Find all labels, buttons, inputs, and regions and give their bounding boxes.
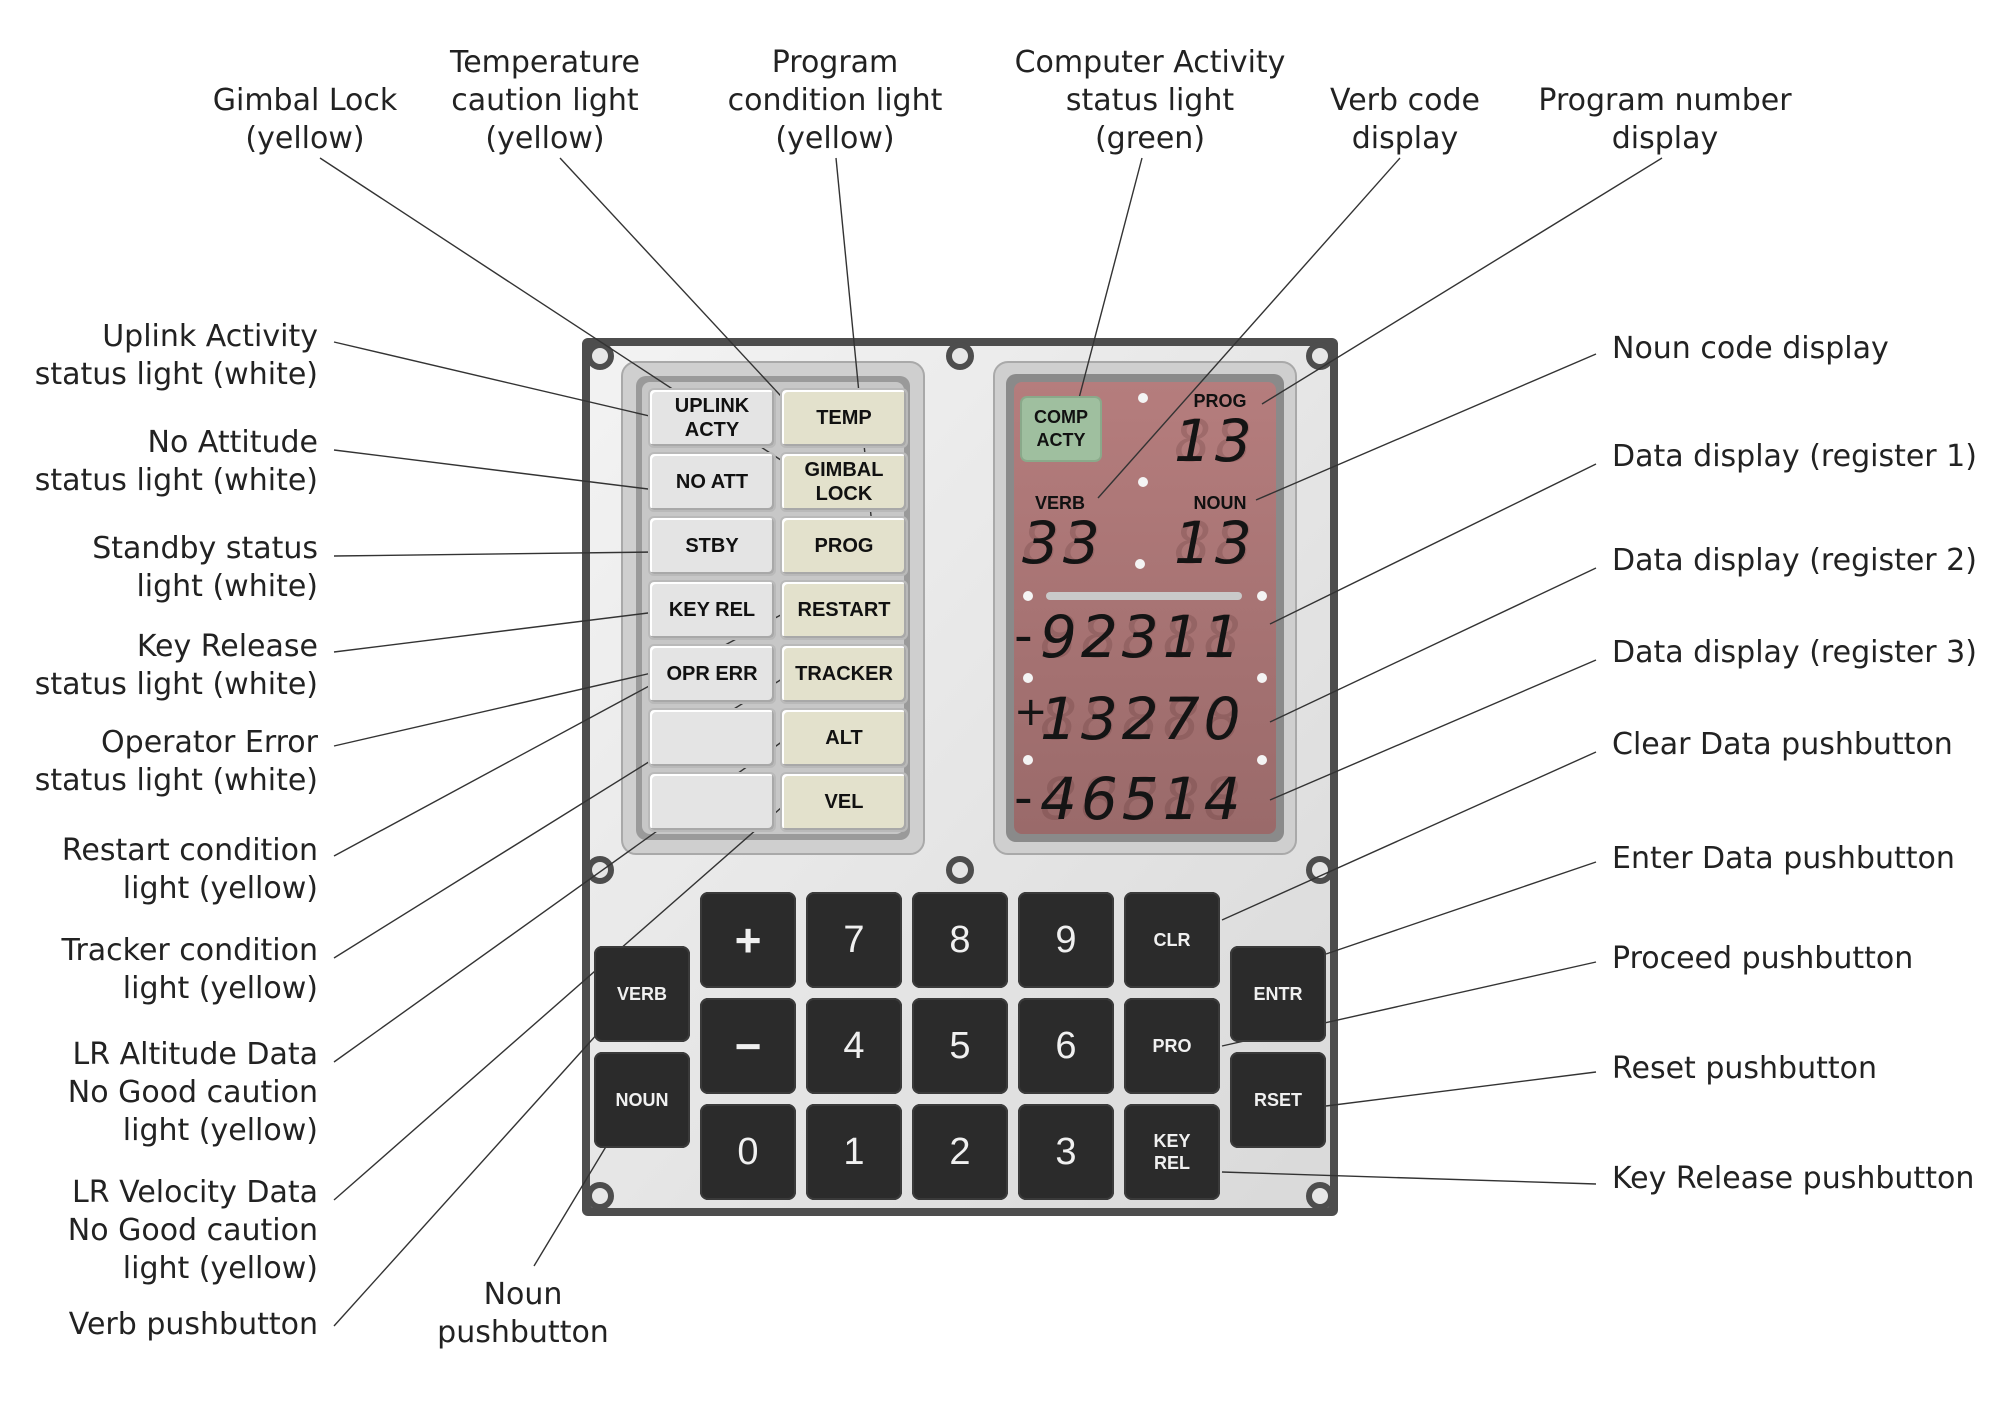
verb-label: VERB bbox=[1034, 493, 1085, 513]
key-8-button[interactable]: 8 bbox=[912, 892, 1008, 988]
key-1-button[interactable]: 1 bbox=[806, 1104, 902, 1200]
label-no-attitude: No Attitude status light (white) bbox=[34, 425, 318, 498]
label-reset: Reset pushbutton bbox=[1612, 1051, 1877, 1086]
register-1-value: 92311 bbox=[1040, 603, 1245, 671]
alt-light: ALT bbox=[780, 708, 908, 768]
comp-acty-label: COMP ACTY bbox=[1034, 407, 1088, 450]
register-2-value: 13270 bbox=[1040, 685, 1245, 753]
register-1-sign: - bbox=[1014, 606, 1037, 666]
label-data-r2: Data display (register 2) bbox=[1612, 543, 1977, 578]
key-rel-light: KEY REL bbox=[648, 580, 776, 640]
label-uplink-activity: Uplink Activity status light (white) bbox=[34, 319, 318, 392]
gimbal-lock-light: GIMBAL LOCK bbox=[780, 452, 908, 512]
temp-light: TEMP bbox=[780, 388, 908, 448]
key-rel-button[interactable]: KEY REL bbox=[1124, 1104, 1220, 1200]
label-program-condition: Program condition light (yellow) bbox=[727, 45, 943, 156]
uplink-acty-light: UPLINK ACTY bbox=[648, 388, 776, 448]
prog-label: PROG bbox=[1193, 391, 1247, 411]
noun-ghost: 88 bbox=[1174, 509, 1256, 577]
key-4-button[interactable]: 4 bbox=[806, 998, 902, 1094]
label-clear-data: Clear Data pushbutton bbox=[1612, 727, 1953, 762]
label-standby: Standby status light (white) bbox=[92, 531, 318, 604]
plus-button[interactable]: + bbox=[700, 892, 796, 988]
pro-button[interactable]: PRO bbox=[1124, 998, 1220, 1094]
stby-light: STBY bbox=[648, 516, 776, 576]
label-gimbal-lock: Gimbal Lock (yellow) bbox=[212, 83, 398, 156]
tracker-light: TRACKER bbox=[780, 644, 908, 704]
label-lr-altitude: LR Altitude Data No Good caution light (… bbox=[67, 1037, 318, 1148]
label-tracker: Tracker condition light (yellow) bbox=[61, 933, 318, 1006]
label-data-r1: Data display (register 1) bbox=[1612, 439, 1977, 474]
display-window bbox=[1014, 382, 1276, 834]
register-1-ghost: 88888 bbox=[1040, 603, 1245, 671]
label-noun-pushbutton: Noun pushbutton bbox=[437, 1277, 609, 1350]
key-3-button[interactable]: 3 bbox=[1018, 1104, 1114, 1200]
screw-icons bbox=[586, 342, 1334, 1210]
clr-button[interactable]: CLR bbox=[1124, 892, 1220, 988]
label-operator-error: Operator Error status light (white) bbox=[34, 725, 318, 798]
label-temperature: Temperature caution light (yellow) bbox=[449, 45, 641, 156]
register-2-sign: + bbox=[1014, 689, 1052, 735]
label-noun-code: Noun code display bbox=[1612, 331, 1889, 366]
key-0-button[interactable]: 0 bbox=[700, 1104, 796, 1200]
label-program-number: Program number display bbox=[1538, 83, 1792, 156]
noun-value: 13 bbox=[1174, 509, 1256, 577]
noun-button[interactable]: NOUN bbox=[594, 1052, 690, 1148]
noun-label: NOUN bbox=[1193, 493, 1247, 513]
label-key-release-light: Key Release status light (white) bbox=[34, 629, 318, 702]
register-2-ghost: 88888 bbox=[1040, 685, 1245, 753]
label-restart: Restart condition light (yellow) bbox=[61, 833, 318, 906]
label-verb-pushbutton: Verb pushbutton bbox=[68, 1307, 318, 1342]
label-lr-velocity: LR Velocity Data No Good caution light (… bbox=[67, 1175, 318, 1286]
key-5-button[interactable]: 5 bbox=[912, 998, 1008, 1094]
prog-ghost: 88 bbox=[1174, 407, 1256, 475]
register-3-ghost: 88888 bbox=[1040, 765, 1245, 833]
entr-button[interactable]: ENTR bbox=[1230, 946, 1326, 1042]
verb-value: 33 bbox=[1022, 509, 1104, 577]
key-2-button[interactable]: 2 bbox=[912, 1104, 1008, 1200]
prog-light: PROG bbox=[780, 516, 908, 576]
comp-acty-light bbox=[1022, 398, 1100, 460]
label-enter-data: Enter Data pushbutton bbox=[1612, 841, 1955, 876]
blank-light-1 bbox=[648, 708, 776, 768]
blank-light-2 bbox=[648, 772, 776, 832]
label-computer-activity: Computer Activity status light (green) bbox=[1014, 45, 1286, 156]
key-6-button[interactable]: 6 bbox=[1018, 998, 1114, 1094]
register-3-sign: - bbox=[1014, 768, 1037, 828]
register-separator bbox=[1046, 592, 1242, 600]
verb-button[interactable]: VERB bbox=[594, 946, 690, 1042]
minus-button[interactable]: − bbox=[700, 998, 796, 1094]
no-att-light: NO ATT bbox=[648, 452, 776, 512]
label-key-release-button: Key Release pushbutton bbox=[1612, 1161, 1975, 1196]
opr-err-light: OPR ERR bbox=[648, 644, 776, 704]
prog-value: 13 bbox=[1174, 407, 1256, 475]
label-proceed: Proceed pushbutton bbox=[1612, 941, 1914, 976]
restart-light: RESTART bbox=[780, 580, 908, 640]
key-9-button[interactable]: 9 bbox=[1018, 892, 1114, 988]
verb-ghost: 88 bbox=[1022, 509, 1104, 577]
rset-button[interactable]: RSET bbox=[1230, 1052, 1326, 1148]
vel-light: VEL bbox=[780, 772, 908, 832]
key-7-button[interactable]: 7 bbox=[806, 892, 902, 988]
register-3-value: 46514 bbox=[1040, 765, 1245, 833]
label-verb-code: Verb code display bbox=[1330, 83, 1480, 156]
label-data-r3: Data display (register 3) bbox=[1612, 635, 1977, 670]
